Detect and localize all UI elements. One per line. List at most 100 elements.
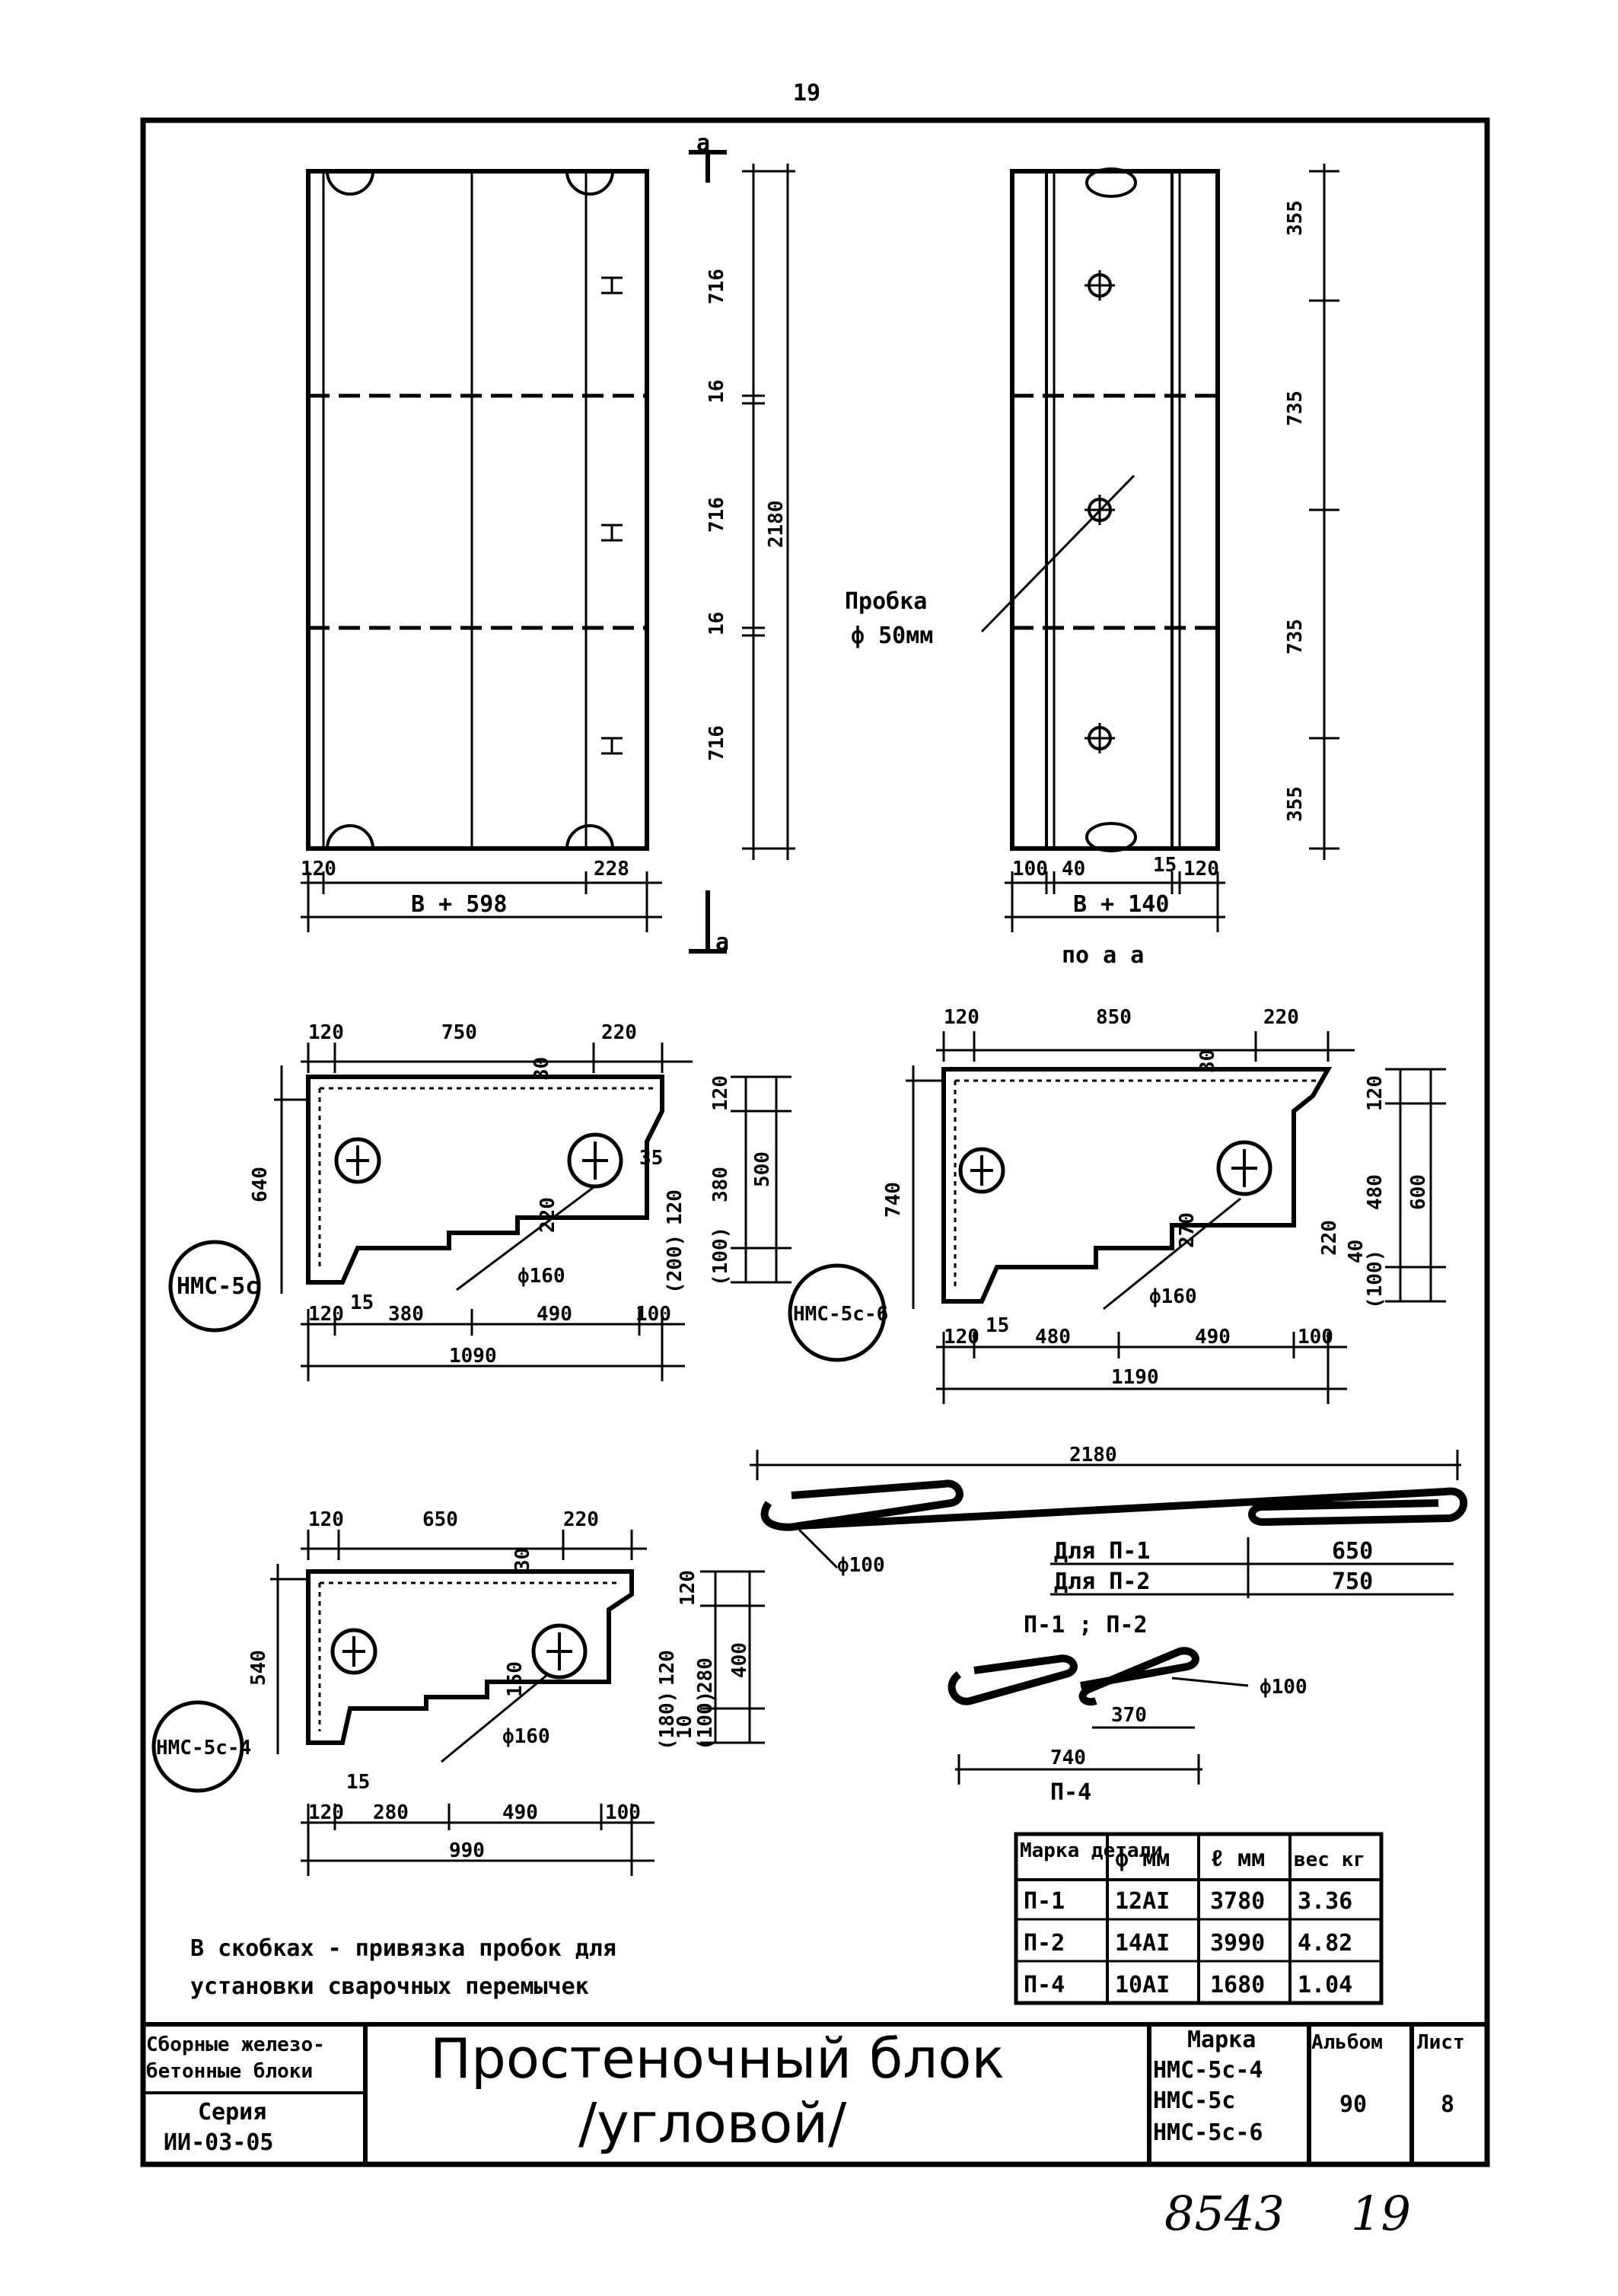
dim-right-h3: 735 bbox=[1284, 619, 1307, 654]
mark-label: Марка bbox=[1187, 2027, 1256, 2053]
s2-top-2: 850 bbox=[1096, 1006, 1132, 1029]
mark-circle-nmc-5c-4 bbox=[151, 1700, 244, 1793]
series-value: ИИ-03-05 bbox=[164, 2129, 274, 2156]
mark-circle-nmc-5c-6 bbox=[788, 1263, 887, 1362]
s3-bot-3: 490 bbox=[502, 1801, 538, 1824]
s2-inner-5: 40 bbox=[1345, 1240, 1368, 1263]
series-label: Серия bbox=[198, 2099, 266, 2126]
s3-top-3: 220 bbox=[563, 1508, 599, 1531]
sheet-value: 8 bbox=[1441, 2091, 1454, 2118]
s1-inner-5: 120 bbox=[664, 1189, 686, 1225]
dim-left-w2: 228 bbox=[594, 858, 629, 881]
drawing-title-line-2: /угловой/ bbox=[578, 2091, 847, 2155]
spec-cell: 12AI bbox=[1115, 1888, 1170, 1915]
s3-inner-1: 30 bbox=[511, 1548, 534, 1572]
s2-bot-1: 120 bbox=[944, 1326, 979, 1349]
dim-left-w1: 120 bbox=[301, 858, 336, 881]
project-line-1: Сборные железо- bbox=[146, 2033, 325, 2056]
spec-cell: 4.82 bbox=[1298, 1930, 1352, 1957]
s2-inner-1: 30 bbox=[1196, 1049, 1219, 1073]
dim-left-h1: 716 bbox=[705, 269, 728, 304]
spec-table bbox=[1014, 1832, 1384, 2005]
dim-right-w4: 120 bbox=[1183, 858, 1219, 881]
bar-short-label: П-4 bbox=[1050, 1779, 1091, 1806]
dim-left-h5: 716 bbox=[705, 725, 728, 761]
s3-bot-total: 990 bbox=[449, 1839, 485, 1862]
s3-right-total: 400 bbox=[728, 1642, 751, 1678]
s1-top-1: 120 bbox=[308, 1021, 344, 1044]
s3-inner-4: (180) bbox=[656, 1691, 679, 1750]
section-nmc-5c-4 bbox=[270, 1530, 765, 1876]
bar-length-for-2: Для П-2 bbox=[1054, 1568, 1150, 1595]
spec-header-mark: Марка детали bbox=[1020, 1839, 1163, 1862]
s3-inner-6: 10 bbox=[674, 1715, 696, 1739]
drawing-title-line-1: Простеночный блок bbox=[430, 2027, 1005, 2091]
spec-header-dia: ф мм bbox=[1115, 1845, 1170, 1872]
spec-cell: 14AI bbox=[1115, 1930, 1170, 1957]
section-mark-bottom: a bbox=[715, 929, 729, 956]
dim-right-w3: 15 bbox=[1153, 854, 1177, 877]
s2-bot-2: 480 bbox=[1035, 1326, 1071, 1349]
section-mark-3: НМС-5с-4 bbox=[156, 1737, 251, 1759]
s3-right-2: 280 bbox=[694, 1658, 717, 1693]
s2-bar: ф160 bbox=[1149, 1285, 1197, 1308]
spec-cell: 1.04 bbox=[1298, 1972, 1352, 1998]
spec-cell: П-2 bbox=[1024, 1930, 1065, 1957]
s1-height: 640 bbox=[249, 1167, 272, 1202]
s2-height: 740 bbox=[882, 1182, 905, 1218]
s2-right-2: 480 bbox=[1364, 1174, 1387, 1210]
s2-right-total: 600 bbox=[1407, 1174, 1430, 1210]
note-line-1: В скобках - привязка пробок для bbox=[190, 1935, 616, 1962]
spec-header-length: ℓ мм bbox=[1210, 1845, 1265, 1872]
page-number: 19 bbox=[793, 80, 820, 107]
section-label-aa: по а а bbox=[1062, 942, 1144, 969]
s1-bot-4: 100 bbox=[635, 1303, 671, 1326]
section-mark-1: НМС-5с bbox=[177, 1273, 259, 1300]
s3-top-2: 650 bbox=[422, 1508, 458, 1531]
spec-cell: 3990 bbox=[1210, 1930, 1265, 1957]
title-block bbox=[143, 2022, 1487, 2164]
s2-inner-3: 15 bbox=[986, 1314, 1009, 1337]
bar-long-drawing bbox=[750, 1450, 1468, 1598]
s3-top-1: 120 bbox=[308, 1508, 344, 1531]
spec-cell: П-4 bbox=[1024, 1972, 1065, 1998]
s1-bot-1: 120 bbox=[308, 1303, 344, 1326]
mark-circle-nmc-5c bbox=[168, 1240, 261, 1333]
mark-3: НМС-5с-6 bbox=[1153, 2119, 1263, 2146]
s1-top-2: 750 bbox=[441, 1021, 477, 1044]
s3-inner-5: 120 bbox=[656, 1650, 679, 1686]
s2-right-1: 120 bbox=[1364, 1075, 1387, 1111]
sheet-label: Лист bbox=[1417, 2031, 1465, 2054]
bar-short-dia: ф100 bbox=[1260, 1676, 1307, 1699]
dim-right-width-total: B + 140 bbox=[1073, 891, 1169, 918]
s1-bar: ф160 bbox=[518, 1265, 565, 1288]
dim-left-total: 2180 bbox=[765, 500, 788, 548]
mark-1: НМС-5с-4 bbox=[1153, 2057, 1263, 2084]
note-line-2: установки сварочных перемычек bbox=[190, 1973, 589, 2000]
s2-bot-3: 490 bbox=[1195, 1326, 1231, 1349]
dim-left-h2: 16 bbox=[705, 380, 728, 403]
s3-bot-4: 100 bbox=[605, 1801, 641, 1824]
s1-bot-2: 380 bbox=[388, 1303, 424, 1326]
section-mark-top: a bbox=[696, 130, 710, 157]
spec-cell: 3.36 bbox=[1298, 1888, 1352, 1915]
s1-right-total: 500 bbox=[751, 1151, 774, 1187]
dim-right-h1: 355 bbox=[1284, 200, 1307, 236]
album-value: 90 bbox=[1339, 2091, 1367, 2118]
s2-inner-2: 270 bbox=[1176, 1212, 1199, 1248]
s3-right-1: 120 bbox=[677, 1570, 699, 1606]
dim-left-width-total: B + 598 bbox=[411, 891, 507, 918]
s1-top-3: 220 bbox=[601, 1021, 637, 1044]
s2-right-3: (100) bbox=[1364, 1250, 1387, 1309]
s2-bot-total: 1190 bbox=[1111, 1366, 1159, 1389]
s2-top-3: 220 bbox=[1263, 1006, 1299, 1029]
project-line-2: бетонные блоки bbox=[146, 2060, 313, 2083]
s3-inner-2: 150 bbox=[504, 1661, 527, 1697]
spec-cell: П-1 bbox=[1024, 1888, 1065, 1915]
bar-length-value-2: 750 bbox=[1332, 1568, 1373, 1595]
bar-long-label: П-1 ; П-2 bbox=[1024, 1612, 1148, 1638]
s2-top-1: 120 bbox=[944, 1006, 979, 1029]
